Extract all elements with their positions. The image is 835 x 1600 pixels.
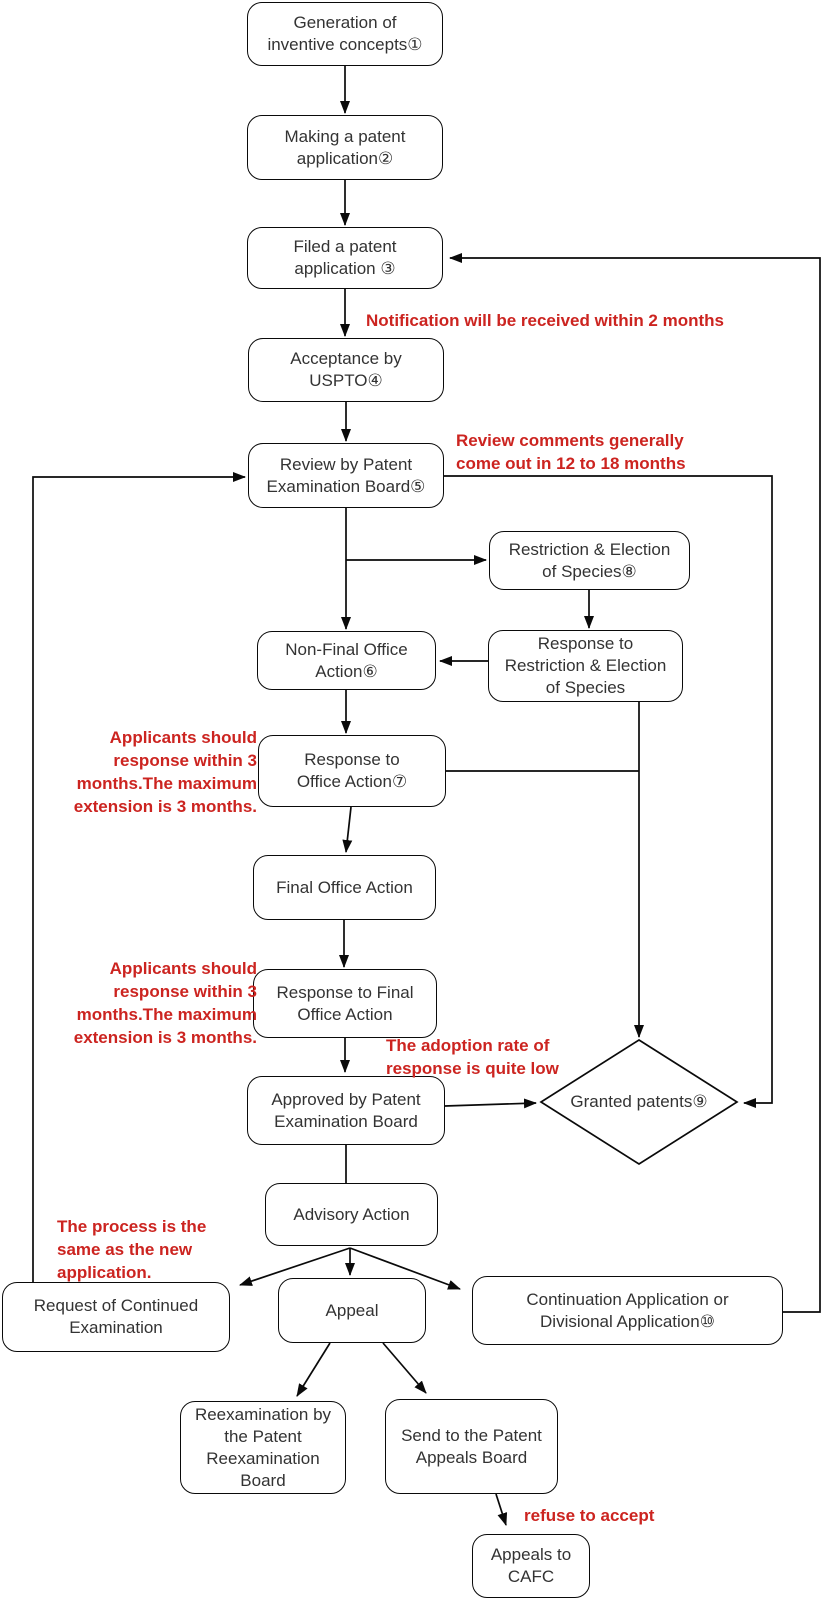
arrow-approved-to-granted (444, 1098, 537, 1109)
node-making-a-patent-application: Making a patent application② (247, 115, 443, 180)
annotation-adoption-rate-low: The adoption rate of response is quite l… (386, 1036, 559, 1078)
annotation-process-same-as-new: The process is the same as the new appli… (57, 1217, 207, 1282)
arrow-appeal-to-send (382, 1342, 427, 1394)
arrow-continuation-to-filed (449, 253, 821, 1313)
node-granted-patents-label: Granted patents⑨ (570, 1092, 708, 1111)
arrow-appeal-to-reexamination (296, 1342, 331, 1397)
annotation-review-comments-12-18-months: Review comments generally come out in 12… (456, 431, 686, 473)
arrow-review-to-granted (444, 475, 773, 1108)
annotation-applicants-response-final: Applicants should response within 3 mont… (73, 959, 257, 1047)
node-appeal: Appeal (278, 1278, 426, 1343)
node-non-final-office-action: Non-Final Office Action⑥ (257, 631, 436, 690)
node-acceptance-by-uspto: Acceptance by USPTO④ (248, 338, 444, 402)
node-restriction-election-of-species: Restriction & Election of Species⑧ (489, 531, 690, 590)
annotation-notification-2-months: Notification will be received within 2 m… (366, 311, 724, 330)
node-generation-of-inventive-concepts: Generation of inventive concepts① (247, 2, 443, 66)
node-appeals-to-cafc: Appeals to CAFC (472, 1534, 590, 1598)
node-response-to-office-action: Response to Office Action⑦ (258, 735, 446, 807)
node-advisory-action: Advisory Action (265, 1183, 438, 1246)
granted-patents-diamond (539, 1038, 739, 1166)
arrow-advisory-to-rce (239, 1247, 351, 1286)
node-filed-a-patent-application: Filed a patent application ③ (247, 227, 443, 289)
arrow-send-to-cafc (495, 1493, 508, 1526)
node-continuation-or-divisional-application: Continuation Application or Divisional A… (472, 1276, 783, 1345)
node-response-to-restriction-election: Response to Restriction & Election of Sp… (488, 630, 683, 702)
node-response-to-final-office-action: Response to Final Office Action (253, 969, 437, 1038)
node-send-to-patent-appeals-board: Send to the Patent Appeals Board (385, 1399, 558, 1494)
node-request-of-continued-examination: Request of Continued Examination (2, 1282, 230, 1352)
arrow-rce-to-review (32, 472, 246, 1282)
arrow-advisory-to-continuation (349, 1247, 461, 1290)
node-reexamination-board: Reexamination by the Patent Reexaminatio… (180, 1401, 346, 1494)
annotation-refuse-to-accept: refuse to accept (524, 1506, 655, 1525)
arrow-response-oa-to-final (342, 806, 353, 853)
node-approved-by-patent-examination-board: Approved by Patent Examination Board (247, 1076, 445, 1145)
node-review-by-patent-examination-board: Review by Patent Examination Board⑤ (248, 443, 444, 508)
node-final-office-action: Final Office Action (253, 855, 436, 920)
annotation-applicants-response-nonfinal: Applicants should response within 3 mont… (73, 728, 257, 816)
